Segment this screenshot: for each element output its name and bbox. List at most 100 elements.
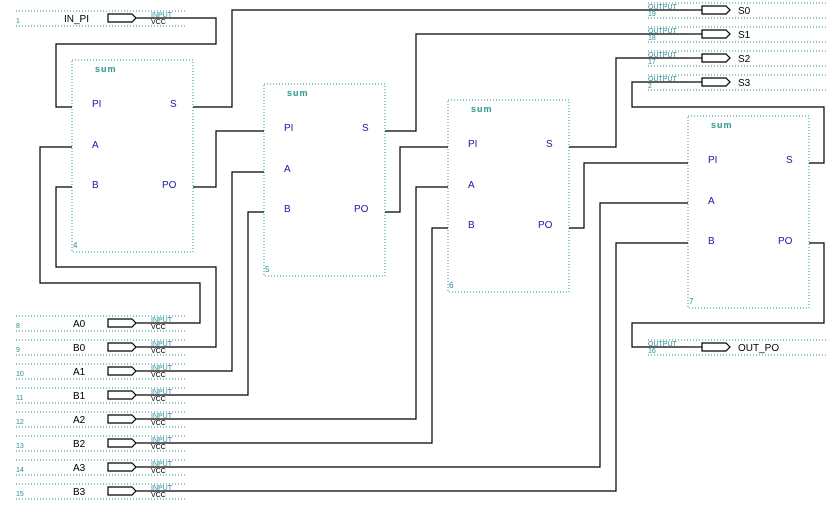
wire-b2-to-sum6-b (150, 227, 448, 444)
pin-a-label: A (92, 140, 99, 151)
pin-s-label: S (786, 155, 793, 166)
wire-a1-to-sum5-a (150, 171, 264, 372)
output-name: OUT_PO (738, 343, 779, 354)
wire-b3-to-sum7-b (150, 242, 688, 492)
input-pin-number: 12 (16, 419, 24, 426)
input-name: A1 (73, 367, 86, 378)
input-name: B1 (73, 391, 86, 402)
output-connector-icon (701, 29, 731, 39)
wire-sum6-s-to-s2 (569, 57, 688, 148)
input-type-label: INPUT (151, 413, 173, 420)
wire-b1-to-sum5-b (150, 211, 264, 396)
block-border (263, 83, 386, 277)
output-name: S3 (738, 78, 751, 89)
input-type-label: INPUT (151, 485, 173, 492)
input-connector-icon (107, 438, 137, 448)
input-pin-number: 13 (16, 443, 24, 450)
block-number: 6 (449, 281, 454, 290)
wire-sum4-s-to-s0 (193, 9, 688, 108)
input-pin-number: 9 (16, 347, 20, 354)
pin-pi-label: PI (92, 99, 101, 110)
input-connector-icon (107, 366, 137, 376)
wire-sum5-s-to-s1 (385, 33, 688, 132)
input-pin-number: 1 (16, 18, 20, 25)
output-type-label: OUTPUT (648, 28, 678, 35)
wire-a2-to-sum6-a (150, 186, 448, 420)
input-connector-icon (107, 462, 137, 472)
pin-b-label: B (708, 236, 715, 247)
pin-a-label: A (284, 164, 291, 175)
input-connector-icon (107, 13, 137, 23)
block-border (687, 115, 810, 309)
wire-a0-to-sum4-a (39, 146, 201, 324)
block-number: 7 (689, 297, 694, 306)
input-vcc-label: VCC (151, 492, 166, 499)
output-connector-icon (701, 77, 731, 87)
pin-po-label: PO (538, 220, 553, 231)
input-pin-number: 11 (16, 395, 23, 402)
wire-b0-to-sum4-b (55, 186, 217, 348)
output-connector-icon (701, 53, 731, 63)
pin-a-label: A (468, 180, 475, 191)
input-vcc-label: VCC (151, 420, 166, 427)
input-type-label: INPUT (151, 365, 173, 372)
input-type-label: INPUT (151, 317, 173, 324)
pin-s-label: S (170, 99, 177, 110)
input-type-label: INPUT (151, 437, 173, 444)
input-name: B0 (73, 343, 86, 354)
input-connector-icon (107, 318, 137, 328)
block-title: sum (95, 64, 117, 74)
output-name: S2 (738, 54, 751, 65)
output-pin-number: 17 (648, 59, 656, 66)
output-name: S0 (738, 6, 751, 17)
output-pin-number: 16 (648, 348, 656, 355)
pin-s-label: S (546, 139, 553, 150)
input-connector-icon (107, 390, 137, 400)
pin-pi-label: PI (284, 123, 293, 134)
input-type-label: INPUT (151, 461, 173, 468)
input-vcc-label: VCC (151, 372, 166, 379)
input-vcc-label: VCC (151, 468, 166, 475)
pin-pi-label: PI (708, 155, 717, 166)
input-vcc-label: VCC (151, 324, 166, 331)
input-type-label: INPUT (151, 12, 173, 19)
input-name: A3 (73, 463, 86, 474)
pin-pi-label: PI (468, 139, 477, 150)
wire-a3-to-sum7-a (150, 202, 688, 468)
input-connector-icon (107, 486, 137, 496)
input-type-label: INPUT (151, 389, 173, 396)
output-connector-icon (701, 5, 731, 15)
output-type-label: OUTPUT (648, 4, 678, 11)
input-connector-icon (107, 414, 137, 424)
input-name: B3 (73, 487, 86, 498)
input-pin-number: 10 (16, 371, 24, 378)
block-title: sum (711, 120, 733, 130)
output-type-label: OUTPUT (648, 341, 678, 348)
wire-sum4-po-to-sum5-pi (193, 130, 264, 188)
input-pin-number: 15 (16, 491, 24, 498)
input-name: A2 (73, 415, 86, 426)
input-pin-number: 14 (16, 467, 24, 474)
input-name: A0 (73, 319, 86, 330)
block-border (71, 59, 194, 253)
output-connector-icon (701, 342, 731, 352)
input-vcc-label: VCC (151, 396, 166, 403)
output-pin-number: 18 (648, 35, 656, 42)
input-vcc-label: VCC (151, 444, 166, 451)
pin-b-label: B (92, 180, 99, 191)
block-number: 4 (73, 241, 78, 250)
